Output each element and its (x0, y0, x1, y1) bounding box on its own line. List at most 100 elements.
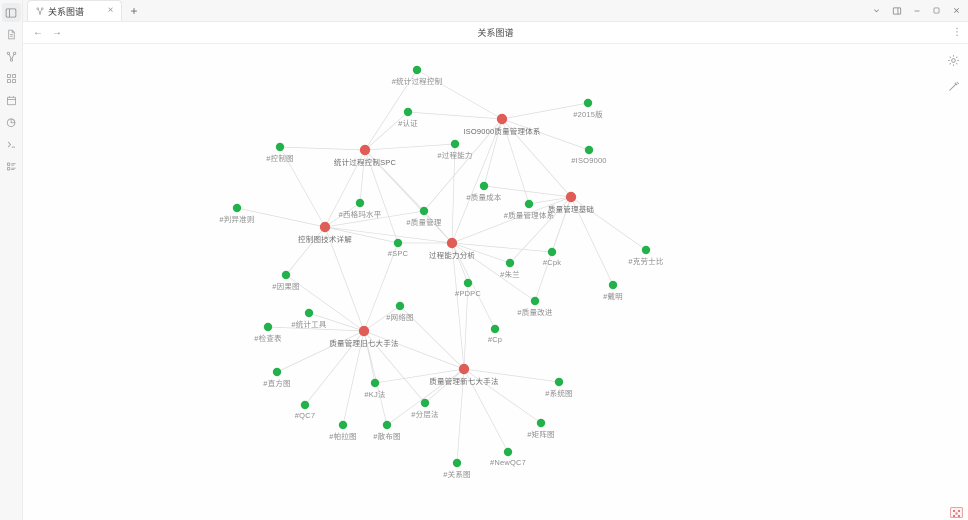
graph-node[interactable] (446, 237, 458, 249)
graph-edge (423, 118, 503, 212)
back-button[interactable]: ← (33, 26, 43, 38)
graph-edge (463, 368, 542, 424)
graph-node[interactable] (584, 145, 594, 155)
rail-item-calendar[interactable] (2, 91, 21, 110)
tab-relationship-graph[interactable]: 关系图谱 × (27, 0, 122, 21)
graph-edge (451, 242, 536, 302)
graph-edge (364, 111, 409, 151)
graph-node[interactable] (524, 199, 534, 209)
graph-edge (364, 143, 456, 151)
graph-edge (363, 330, 388, 426)
graph-icon (6, 51, 17, 62)
graph-node[interactable] (419, 206, 429, 216)
tab-title: 关系图谱 (48, 6, 85, 17)
page-title: 关系图谱 (477, 28, 514, 38)
graph-node[interactable] (370, 378, 380, 388)
close-icon[interactable] (947, 1, 966, 20)
graph-node[interactable] (554, 377, 564, 387)
graph-node[interactable] (583, 98, 593, 108)
graph-edge (324, 226, 453, 244)
magic-wand-icon[interactable] (946, 79, 961, 94)
graph-node[interactable] (452, 458, 462, 468)
graph-node[interactable] (536, 418, 546, 428)
graph-edge (359, 149, 366, 204)
graph-node[interactable] (382, 420, 392, 430)
graph-node[interactable] (281, 270, 291, 280)
graph-edge (416, 69, 503, 120)
rail-item-list[interactable] (2, 157, 21, 176)
graph-edge (451, 118, 503, 244)
graph-edge (267, 326, 365, 332)
graph-node[interactable] (490, 324, 500, 334)
graph-edge (324, 149, 366, 228)
minimize-icon[interactable] (907, 1, 926, 20)
graph-edge (509, 196, 572, 264)
graph-node[interactable] (565, 191, 577, 203)
graph-edge (285, 226, 326, 276)
graph-node[interactable] (403, 107, 413, 117)
tab-strip: 关系图谱 × + (23, 0, 968, 22)
graph-edge (451, 143, 456, 244)
main-area: 关系图谱 × + (23, 0, 968, 520)
tab-close-icon[interactable]: × (107, 5, 114, 16)
graph-edge (279, 146, 326, 228)
graph-edge (451, 242, 469, 284)
graph-node[interactable] (420, 398, 430, 408)
graph-node[interactable] (338, 420, 348, 430)
graph-edge (363, 242, 399, 332)
graph-node[interactable] (304, 308, 314, 318)
rail-item-graph[interactable] (2, 47, 21, 66)
graph-node[interactable] (479, 181, 489, 191)
graph-node[interactable] (272, 367, 282, 377)
list-icon (6, 161, 17, 172)
graph-node[interactable] (232, 203, 242, 213)
panel-icon (5, 7, 17, 19)
graph-node[interactable] (300, 400, 310, 410)
graph-edge (501, 102, 589, 120)
graph-node[interactable] (393, 238, 403, 248)
graph-edge (308, 312, 365, 332)
graph-edge (451, 196, 572, 244)
graph-node[interactable] (463, 278, 473, 288)
graph-edge (304, 330, 365, 406)
graph-node[interactable] (450, 139, 460, 149)
forward-button[interactable]: → (52, 26, 62, 38)
rail-item-document[interactable] (2, 25, 21, 44)
calendar-icon (6, 95, 17, 106)
graph-node[interactable] (275, 142, 285, 152)
rail-item-terminal[interactable] (2, 135, 21, 154)
rail-item-grid[interactable] (2, 69, 21, 88)
graph-edge (363, 330, 376, 384)
more-options-button[interactable]: ⋮ (952, 26, 962, 38)
graph-node[interactable] (395, 301, 405, 311)
settings-gear-icon[interactable] (946, 53, 961, 68)
graph-edge (324, 226, 399, 244)
new-tab-button[interactable]: + (130, 4, 138, 18)
graph-node[interactable] (358, 325, 370, 337)
graph-node[interactable] (458, 363, 470, 375)
split-panel-icon[interactable] (887, 1, 906, 20)
graph-favicon-icon (35, 7, 44, 16)
maximize-icon[interactable] (927, 1, 946, 20)
rail-item-panel-toggle[interactable] (1, 3, 21, 22)
graph-edge (483, 185, 572, 198)
graph-node[interactable] (355, 198, 365, 208)
graph-node[interactable] (641, 245, 651, 255)
graph-node[interactable] (503, 447, 513, 457)
tab-list-chevron-icon[interactable] (867, 1, 886, 20)
graph-node[interactable] (319, 221, 331, 233)
graph-edge (364, 149, 399, 244)
status-badge[interactable] (950, 505, 963, 518)
graph-node[interactable] (608, 280, 618, 290)
graph-node[interactable] (412, 65, 422, 75)
graph-node[interactable] (263, 322, 273, 332)
graph-node[interactable] (530, 296, 540, 306)
graph-node[interactable] (505, 258, 515, 268)
graph-edge (528, 196, 572, 205)
graph-node[interactable] (547, 247, 557, 257)
rail-item-chart[interactable] (2, 113, 21, 132)
graph-node[interactable] (496, 113, 508, 125)
graph-node[interactable] (359, 144, 371, 156)
